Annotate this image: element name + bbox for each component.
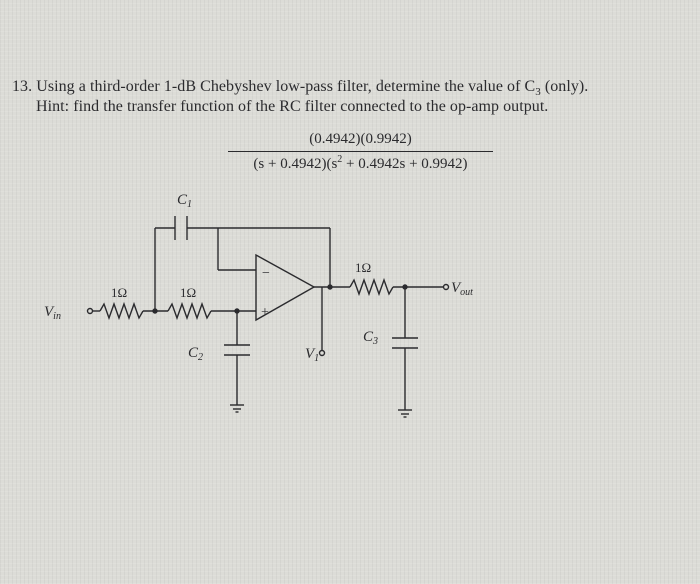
op-amp-minus: −: [262, 266, 270, 281]
label-v1: V1: [305, 346, 319, 364]
denominator-exponent: 2: [337, 154, 343, 165]
denominator-part-a: (s + 0.4942)(s: [253, 156, 338, 172]
vout-terminal: [442, 283, 450, 291]
label-r1: 1Ω: [111, 285, 127, 300]
problem-statement: 13. Using a third-order 1-dB Chebyshev l…: [12, 78, 588, 98]
problem-text: Using a third-order 1-dB Chebyshev low-p…: [36, 78, 536, 95]
label-vin: Vin: [44, 304, 61, 322]
problem-hint: Hint: find the transfer function of the …: [36, 98, 549, 115]
resistor-r2: [167, 301, 212, 321]
vin-terminal: [86, 307, 94, 315]
label-vout: Vout: [451, 280, 473, 298]
label-c2: C2: [188, 345, 203, 363]
v1-terminal: [318, 349, 326, 357]
label-c3: C3: [363, 329, 378, 347]
node-output: [327, 284, 333, 290]
problem-number: 13.: [12, 78, 33, 95]
problem-text-tail: (only).: [540, 78, 589, 95]
op-amp-plus: +: [261, 305, 269, 320]
resistor-r1: [99, 301, 144, 321]
transfer-function: (0.4942)(0.9942) (s + 0.4942)(s2 + 0.494…: [228, 131, 493, 173]
label-c1: C1: [177, 192, 192, 210]
fraction-bar: [228, 151, 493, 152]
label-r3: 1Ω: [355, 260, 371, 275]
transfer-function-numerator: (0.4942)(0.9942): [309, 131, 412, 147]
op-amp: [255, 253, 316, 322]
resistor-r3: [349, 277, 394, 297]
denominator-part-b: + 0.4942s + 0.9942): [342, 156, 468, 172]
label-r2: 1Ω: [180, 285, 196, 300]
transfer-function-denominator: (s + 0.4942)(s2 + 0.4942s + 0.9942): [228, 154, 493, 173]
problem-text-subscript: 3: [535, 86, 541, 99]
